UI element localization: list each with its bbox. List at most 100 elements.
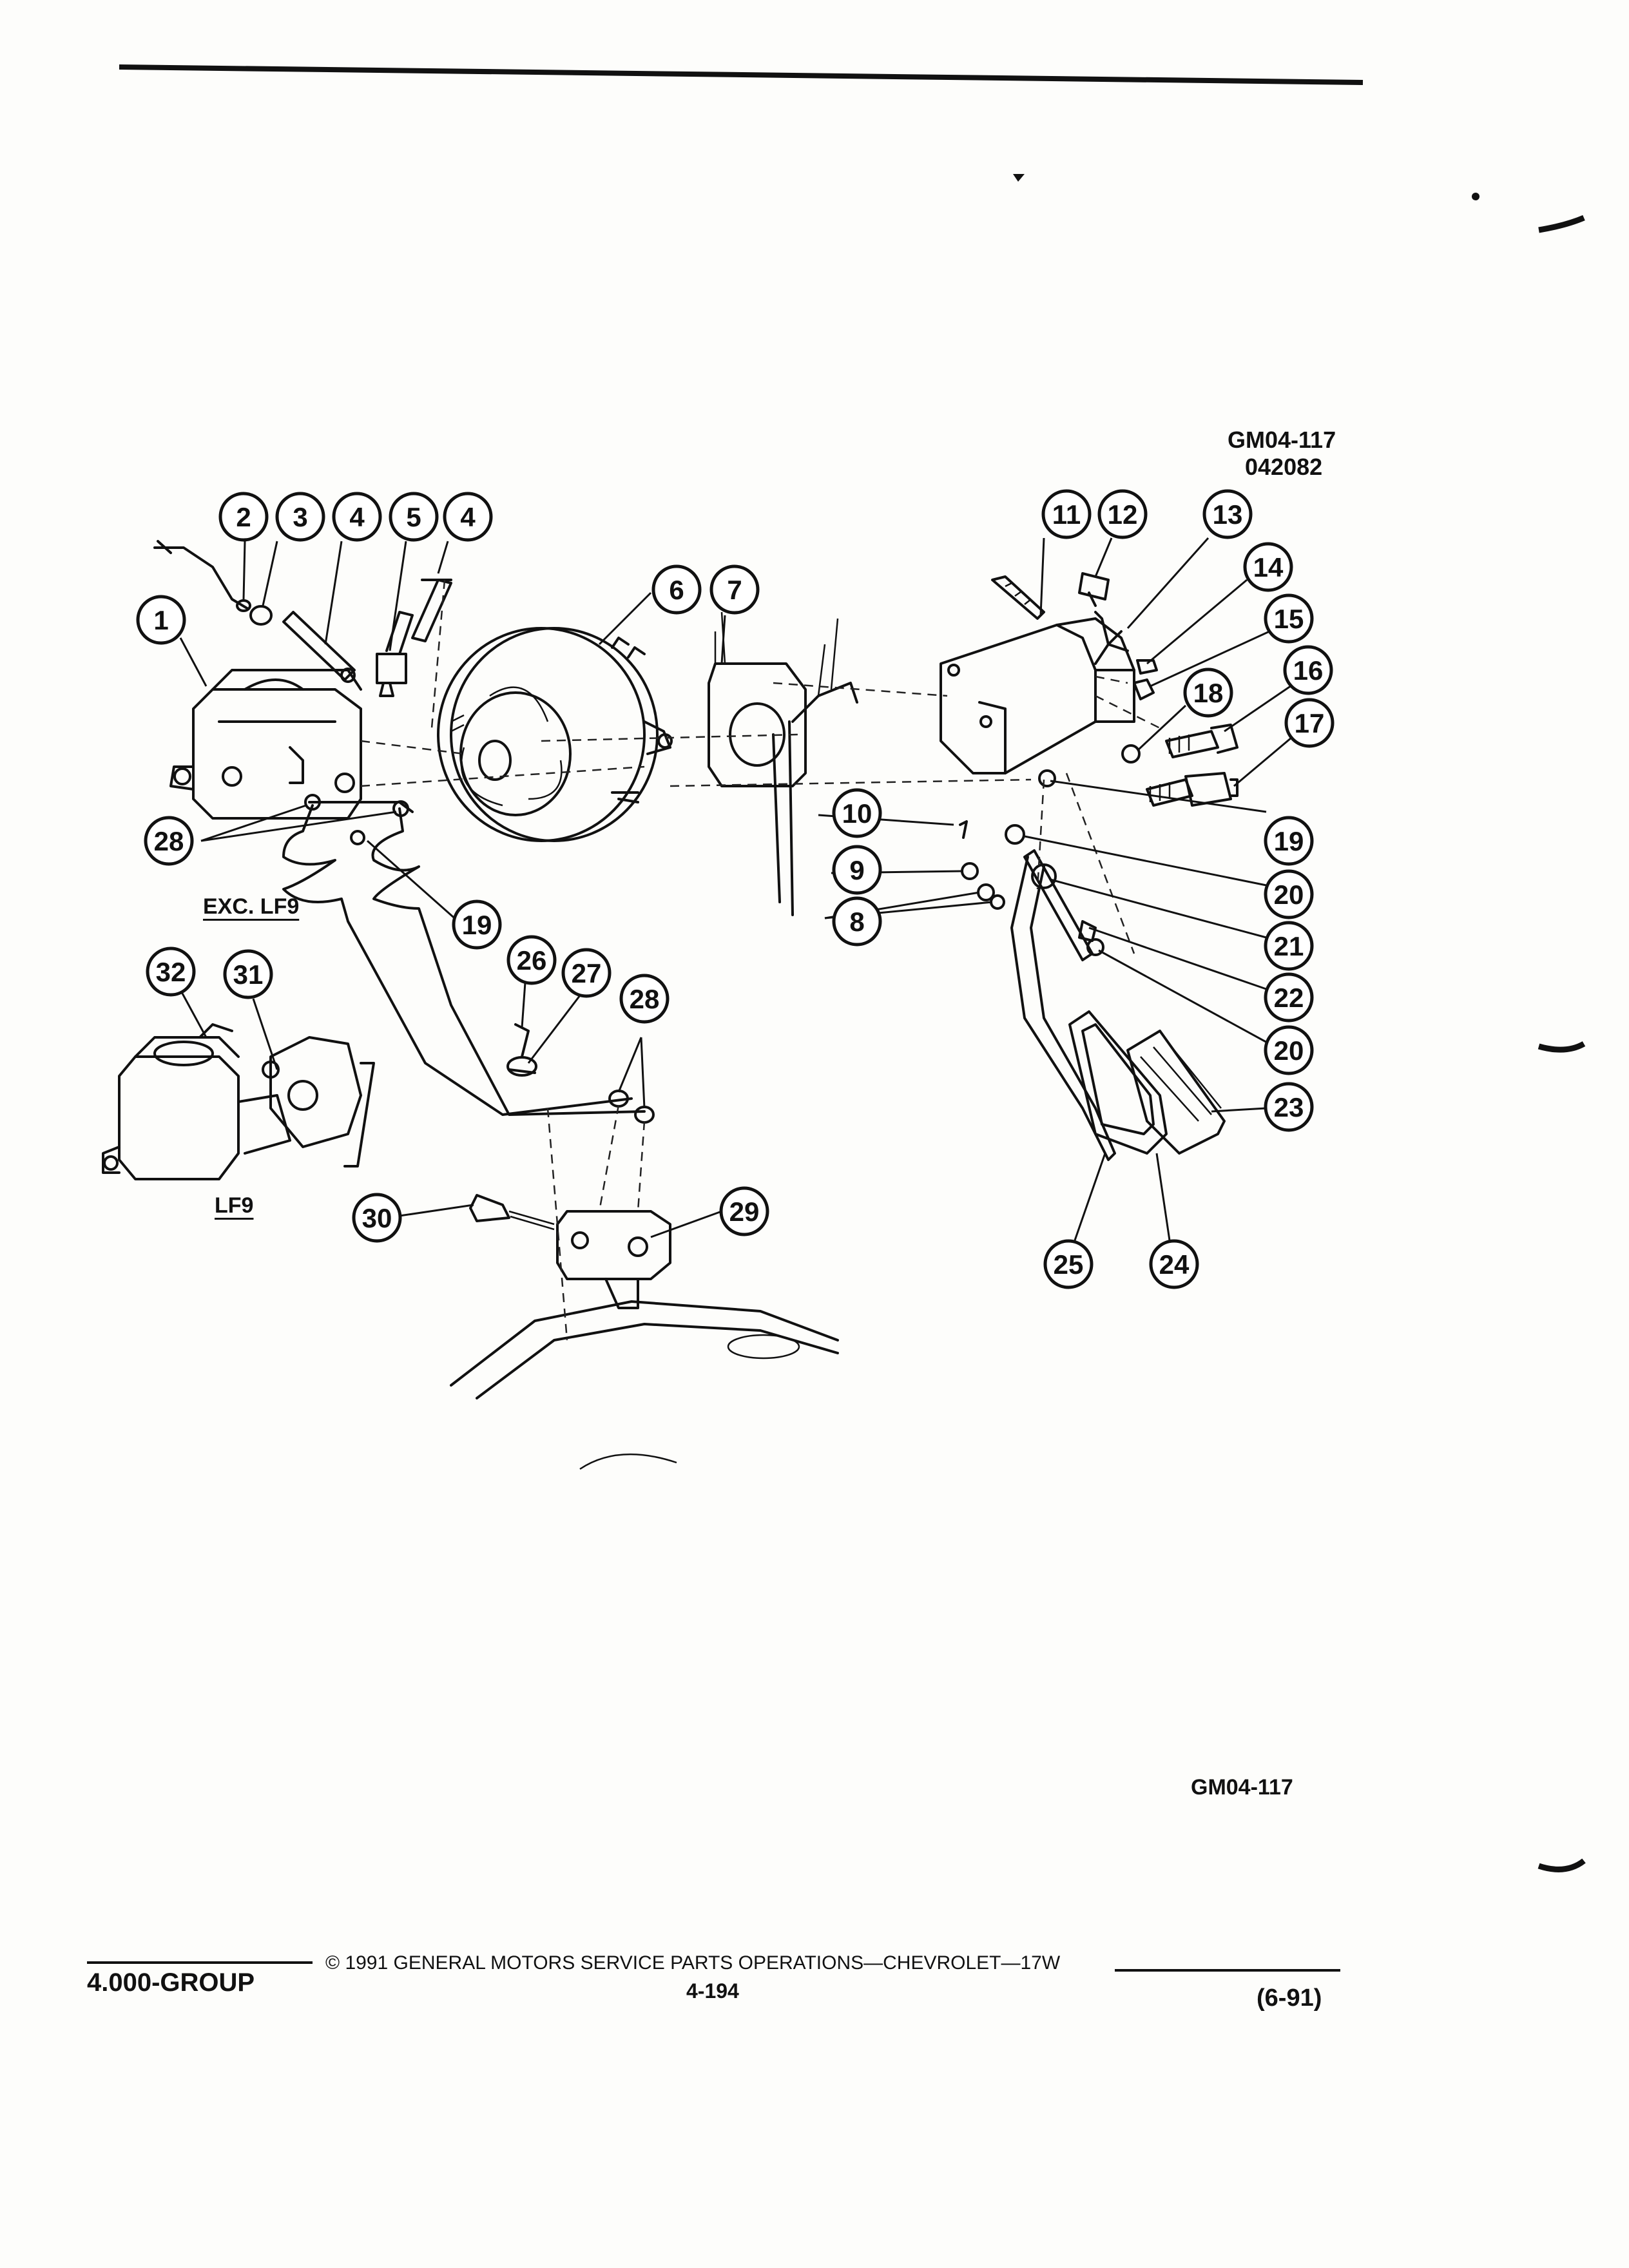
callout-28b: 28 [144,816,194,866]
callout-20-number: 20 [1274,879,1304,910]
callout-11-number: 11 [1052,499,1081,530]
frame-member [450,1108,839,1470]
callout-30-number: 30 [362,1203,392,1233]
header-rule [119,64,1364,85]
callout-32: 32 [146,947,196,997]
callout-13-number: 13 [1213,499,1243,530]
callout-19: 19 [1264,816,1314,866]
callout-10-number: 10 [842,798,872,829]
callout-9: 9 [832,845,882,895]
proportioning-valve [469,1194,671,1309]
callout-11: 11 [1041,489,1092,539]
cruise-control-switch [1146,772,1239,807]
callout-20b-number: 20 [1274,1035,1304,1066]
callout-26: 26 [506,935,557,985]
callout-8-number: 8 [849,907,864,937]
figure-code-top: GM04-117 [1228,427,1336,453]
footer-rules [87,1961,1340,1972]
callout-6-number: 6 [669,575,684,605]
callout-12: 12 [1097,489,1148,539]
callout-30: 30 [352,1193,402,1243]
firewall-panel [708,611,858,916]
brake-pipes-exc-lf9 [282,794,646,1116]
callout-8: 8 [832,896,882,947]
stoplamp-switch [1121,724,1239,764]
callout-29: 29 [719,1186,769,1236]
callout-19b: 19 [452,899,502,950]
callout-12-number: 12 [1108,499,1138,530]
leader-lines [179,537,1296,1241]
footer-copyright: © 1991 GENERAL MOTORS SERVICE PARTS OPER… [325,1952,1061,1974]
brake-line-clip [506,1023,537,1077]
callout-21: 21 [1264,921,1314,971]
callout-18: 18 [1183,668,1233,718]
callout-20b: 20 [1264,1025,1314,1075]
callout-3: 3 [275,492,325,542]
callout-16: 16 [1283,645,1333,695]
pipe-fittings [598,1090,655,1212]
pedal-support-bracket [940,572,1158,774]
variant-label-exc-lf9: EXC. LF9 [203,894,300,919]
callout-10: 10 [832,788,882,838]
footer-page-number: 4-194 [686,1979,739,2003]
callout-18-number: 18 [1193,678,1224,708]
callout-31-number: 31 [233,959,264,990]
callout-9-number: 9 [849,855,864,885]
callout-25: 25 [1043,1239,1094,1289]
variant-label-lf9: LF9 [215,1193,254,1218]
callout-1: 1 [136,595,186,645]
callout-4: 4 [332,492,382,542]
lf9-master-cylinder-assembly [102,1023,375,1180]
footer-date: (6-91) [1257,1984,1322,2012]
callout-23-number: 23 [1274,1092,1304,1122]
callout-1-number: 1 [153,605,168,635]
callout-15: 15 [1264,593,1314,644]
callout-4b-number: 4 [460,502,476,532]
callout-24: 24 [1149,1239,1199,1289]
callout-31: 31 [223,949,273,999]
master-cylinder [169,669,362,820]
callout-22-number: 22 [1274,983,1304,1013]
callout-24-number: 24 [1159,1249,1190,1280]
callout-7: 7 [709,564,760,615]
callout-3-number: 3 [293,502,307,532]
power-brake-booster [437,627,673,842]
callout-27-number: 27 [572,958,602,988]
callout-5-number: 5 [406,502,421,532]
callout-4b: 4 [443,492,493,542]
callout-17: 17 [1284,698,1335,748]
assembly-centerlines [360,579,1161,787]
callout-19-number: 19 [1274,826,1304,856]
callout-28b-number: 28 [154,826,184,856]
brake-pedal [959,769,1226,1161]
callout-4-number: 4 [349,502,365,532]
callout-17-number: 17 [1295,708,1325,738]
callout-22: 22 [1264,972,1314,1023]
callout-28: 28 [619,974,670,1024]
callout-20: 20 [1264,869,1314,919]
callout-13: 13 [1202,489,1253,539]
hose-and-filter [282,579,452,697]
callout-7-number: 7 [727,575,742,605]
callout-19b-number: 19 [462,910,492,940]
figure-code-bottom: GM04-117 [1191,1775,1293,1800]
callout-27: 27 [561,948,612,998]
callout-16-number: 16 [1293,655,1324,686]
scan-marks [1013,174,1586,1872]
callout-32-number: 32 [156,957,186,987]
brake-pipe-upper [153,540,273,626]
callout-28-number: 28 [630,984,660,1014]
callout-2: 2 [218,492,269,542]
footer-group: 4.000-GROUP [87,1968,255,1997]
callout-5: 5 [389,492,439,542]
callout-14-number: 14 [1253,552,1284,582]
callout-14: 14 [1243,542,1293,592]
callout-6: 6 [651,564,702,615]
callout-25-number: 25 [1054,1249,1084,1280]
callout-29-number: 29 [729,1196,760,1227]
callout-2-number: 2 [236,502,251,532]
callout-15-number: 15 [1274,604,1304,634]
figure-number-top: 042082 [1245,454,1323,480]
